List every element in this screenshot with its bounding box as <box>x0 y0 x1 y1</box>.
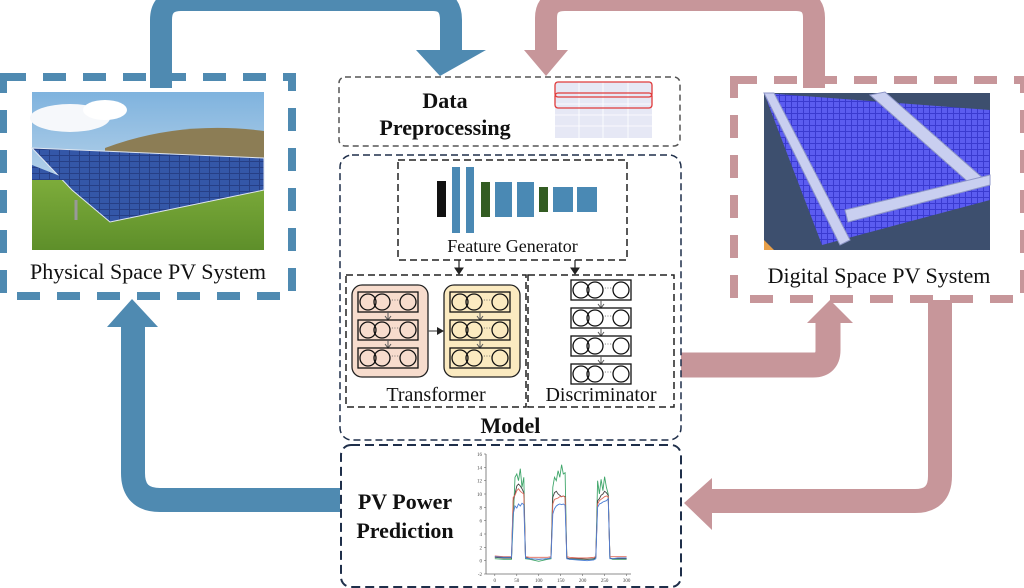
x-tick-label: 300 <box>623 579 631 584</box>
arrowhead-left-prediction <box>684 478 712 530</box>
encoder-to-decoder-arrow <box>428 327 444 335</box>
ellipsis-label: ··· <box>604 368 612 377</box>
preprocessing-title-line2: Preprocessing <box>379 115 511 140</box>
physical-system-frame <box>0 73 296 300</box>
flow-arrow-model-to-digital <box>680 323 841 378</box>
layer-conv-2 <box>466 167 474 233</box>
ellipsis-label: ··· <box>391 324 399 333</box>
encoder-layer-2: ··· <box>357 319 419 341</box>
neuron-layers: ··· ··· ··· ··· ··· ··· ··· ··· ··· ··· <box>357 279 632 385</box>
layer-pool-1 <box>481 182 490 217</box>
solar-panel-3d-model <box>763 91 991 250</box>
decoder-layer-3: ··· <box>449 347 511 369</box>
model-title: Model <box>480 413 541 438</box>
layer-pool-2 <box>539 187 548 212</box>
ellipsis-label: ··· <box>483 324 491 333</box>
series-line-black <box>494 483 627 560</box>
transformer-frame <box>345 274 527 408</box>
feature-generator-label: Feature Generator <box>447 236 578 256</box>
digital-system-title: Digital Space PV System <box>767 263 991 288</box>
series-line-red <box>494 487 627 559</box>
y-tick-label: 8 <box>480 506 483 511</box>
highlighted-row-2 <box>554 92 653 109</box>
arrowhead-up-physical <box>107 299 158 327</box>
arrowhead-down-preprocessing <box>416 50 486 76</box>
prediction-title-line1: PV Power <box>357 489 453 514</box>
x-tick-label: 100 <box>535 579 543 584</box>
discriminator-layer-1: ··· <box>570 279 632 301</box>
x-tick-label: 0 <box>494 579 497 584</box>
arrowhead-up-digital <box>807 300 853 323</box>
layer-fc-2 <box>577 187 597 212</box>
flow-arrow-digital-to-prediction <box>712 300 952 513</box>
y-tick-label: 4 <box>480 533 483 538</box>
layer-conv-1 <box>452 167 460 233</box>
arrowhead-down-preprocessing-digital <box>524 50 568 76</box>
feature-generator-layers <box>437 167 597 233</box>
series-line-green <box>494 464 627 562</box>
y-tick-label: 14 <box>477 466 483 471</box>
digital-system-frame <box>730 76 1024 303</box>
ellipsis-label: ··· <box>483 296 491 305</box>
ellipsis-label: ··· <box>483 352 491 361</box>
feature-generator-frame <box>397 159 628 261</box>
transformer-label: Transformer <box>386 384 486 406</box>
preprocessing-title-line1: Data <box>422 88 468 113</box>
prediction-title-line2: Prediction <box>356 518 454 543</box>
solar-farm-photo <box>30 92 265 250</box>
physical-system-title: Physical Space PV System <box>29 259 267 284</box>
y-tick-label: 16 <box>477 453 483 458</box>
generator-output-arrows <box>454 260 580 275</box>
series-line-blue <box>494 497 627 562</box>
x-tick-label: 150 <box>557 579 565 584</box>
x-tick-label: 50 <box>514 579 520 584</box>
pv-power-chart: -2 0 2 4 6 8 10 12 14 16 0 50 100 150 200 250 300 <box>477 453 631 584</box>
layer-fc-1 <box>553 187 573 212</box>
y-tick-label: 12 <box>477 480 483 485</box>
encoder-layer-3: ··· <box>357 347 419 369</box>
discriminator-layer-3: ··· <box>570 335 632 357</box>
flow-arrow-prediction-to-physical <box>121 327 340 512</box>
ellipsis-label: ··· <box>604 284 612 293</box>
layer-conv-3 <box>495 182 512 217</box>
x-tick-label: 200 <box>579 579 587 584</box>
y-tick-label: 6 <box>480 520 483 525</box>
highlighted-row-1 <box>554 81 653 98</box>
discriminator-layer-4: ··· <box>570 363 632 385</box>
layer-conv-4 <box>517 182 534 217</box>
flow-arrow-digital-to-preprocessing <box>535 0 825 88</box>
discriminator-frame <box>527 274 675 408</box>
y-tick-label: 10 <box>477 493 483 498</box>
y-tick-label: 0 <box>480 560 483 565</box>
layer-input <box>437 181 446 217</box>
y-tick-label: 2 <box>480 546 483 551</box>
ellipsis-label: ··· <box>604 340 612 349</box>
y-tick-label: -2 <box>478 573 483 578</box>
discriminator-label: Discriminator <box>545 384 657 406</box>
ellipsis-label: ··· <box>391 352 399 361</box>
data-table-icon <box>554 81 653 138</box>
ellipsis-label: ··· <box>604 312 612 321</box>
flow-arrow-physical-to-preprocessing <box>150 0 462 88</box>
ellipsis-label: ··· <box>391 296 399 305</box>
x-tick-label: 250 <box>601 579 609 584</box>
